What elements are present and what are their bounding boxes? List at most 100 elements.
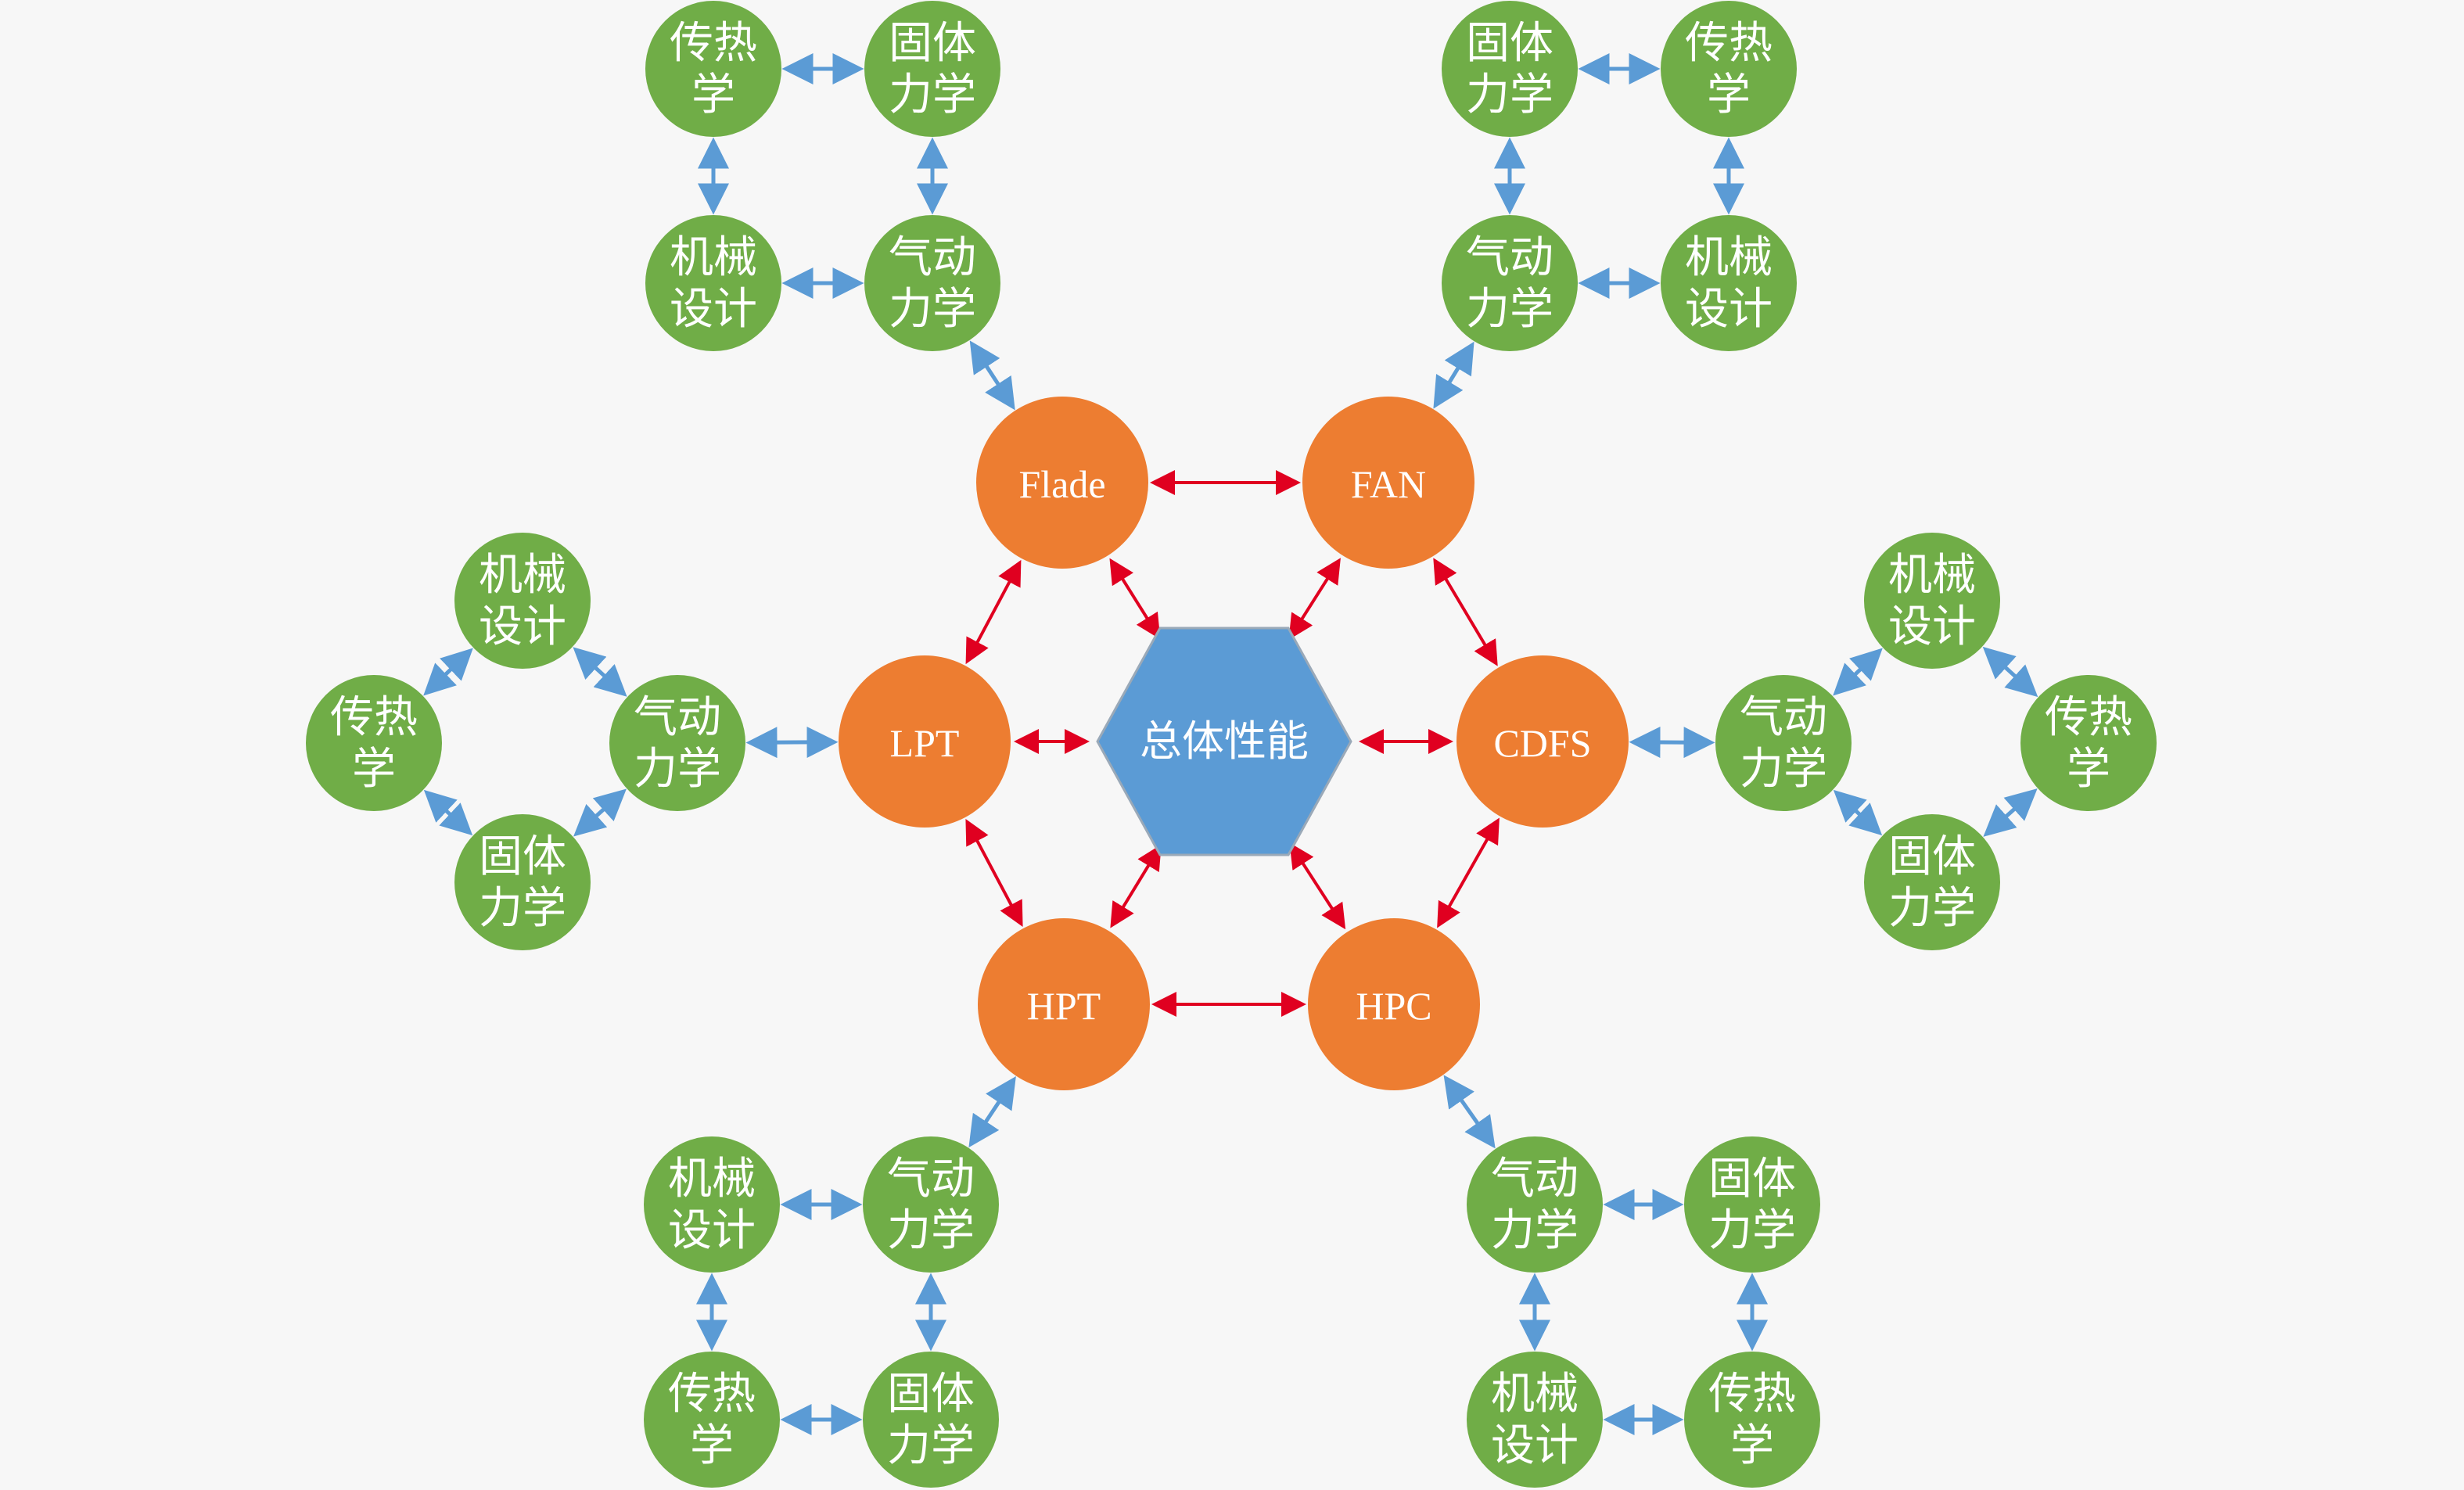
discipline-label-line-2: 设计 [670,285,757,334]
discipline-circle [1442,1,1578,137]
core-link-flade [1109,558,1161,640]
discipline-label-line-2: 力学 [1466,285,1553,334]
discipline-label-line-2: 力学 [1466,71,1553,120]
component-circle-fan [1302,397,1474,569]
ring-link-fan-cdfs [1433,558,1498,666]
component-label-fan: FAN [1351,462,1426,506]
discipline-label-line-1: 机械 [670,234,757,282]
discipline-link-cdfs-mech-heat [1982,646,2038,698]
discipline-node-cdfs-heat: 传热学 [2020,675,2157,811]
discipline-label-line-2: 学 [690,1422,734,1470]
discipline-circle [645,1,781,137]
component-circle-flade [976,397,1148,569]
component-node-cdfs: CDFS [1456,655,1629,828]
component-discipline-link-hpc [1443,1075,1496,1149]
discipline-label-line-2: 力学 [887,1422,975,1470]
discipline-label-line-2: 力学 [889,71,976,120]
discipline-circle [863,1352,999,1488]
discipline-label-line-1: 传热 [2045,694,2132,742]
discipline-label-line-1: 传热 [1685,20,1773,68]
component-circle-lpt [839,655,1011,828]
discipline-label-line-1: 固体 [1466,20,1553,68]
discipline-label-line-2: 力学 [889,285,976,334]
discipline-label-line-1: 固体 [1888,833,1976,881]
discipline-circle [1467,1136,1603,1273]
component-circle-cdfs [1456,655,1629,828]
discipline-node-lpt-heat: 传热学 [306,675,442,811]
discipline-label-line-2: 力学 [634,745,721,794]
discipline-label-line-2: 力学 [479,885,566,933]
component-label-hpc: HPC [1356,984,1431,1028]
discipline-circle [1864,533,2000,669]
component-discipline-link-fan [1433,341,1474,409]
discipline-label-line-1: 传热 [330,694,418,742]
discipline-label-line-1: 固体 [889,20,976,68]
discipline-label-line-1: 机械 [1685,234,1773,282]
discipline-label-line-2: 学 [1707,71,1751,120]
ring-link-cdfs-hpc [1437,817,1500,928]
ring-link-lpt-flade [965,559,1022,665]
discipline-label-line-1: 固体 [887,1370,975,1419]
discipline-node-hpc-heat: 传热学 [1684,1352,1820,1488]
discipline-circle [306,675,442,811]
discipline-label-line-1: 传热 [670,20,757,68]
discipline-circle [644,1352,780,1488]
discipline-label-line-1: 气动 [887,1155,975,1204]
component-discipline-link-lpt [745,726,839,759]
discipline-label-line-2: 力学 [1491,1207,1579,1255]
discipline-link-cdfs-mech-aero [1833,648,1883,696]
discipline-link-lpt-mech-aero [573,647,627,697]
discipline-circle [609,675,745,811]
discipline-label-line-2: 设计 [668,1207,756,1255]
discipline-label-line-2: 设计 [1888,603,1976,652]
discipline-link-cdfs-heat-solid [1983,788,2038,837]
component-node-hpc: HPC [1308,918,1480,1090]
discipline-circle [1684,1136,1820,1273]
discipline-circle [1684,1352,1820,1488]
discipline-label-line-2: 设计 [479,603,566,652]
discipline-label-line-2: 学 [2067,745,2110,794]
discipline-circle [1467,1352,1603,1488]
discipline-label-line-1: 机械 [668,1155,756,1204]
discipline-node-hpt-heat: 传热学 [644,1352,780,1488]
discipline-label-line-1: 气动 [1740,694,1827,742]
core-node: 总体性能 [1096,627,1352,856]
discipline-label-line-1: 气动 [1466,234,1553,282]
discipline-circle [2020,675,2157,811]
discipline-circle [1661,1,1797,137]
component-node-lpt: LPT [839,655,1011,828]
discipline-circle [863,1136,999,1273]
discipline-node-flade-heat: 传热学 [645,1,781,137]
discipline-label-line-2: 力学 [1888,885,1976,933]
discipline-circle [644,1136,780,1273]
discipline-label-line-1: 传热 [668,1370,756,1419]
discipline-circle [864,215,1000,351]
discipline-link-lpt-aero-solid [573,788,627,837]
component-label-flade: Flade [1018,462,1105,506]
discipline-label-line-1: 机械 [479,551,566,600]
discipline-circle [1661,215,1797,351]
component-discipline-link-flade [969,340,1015,411]
core-link-hpt [1110,844,1162,928]
component-circle-hpc [1308,918,1480,1090]
discipline-link-lpt-heat-solid [423,789,473,836]
discipline-node-fan-heat: 传热学 [1661,1,1797,137]
discipline-link-cdfs-aero-solid [1833,789,1883,836]
discipline-label-line-2: 学 [352,745,396,794]
component-discipline-link-hpt [968,1076,1016,1148]
